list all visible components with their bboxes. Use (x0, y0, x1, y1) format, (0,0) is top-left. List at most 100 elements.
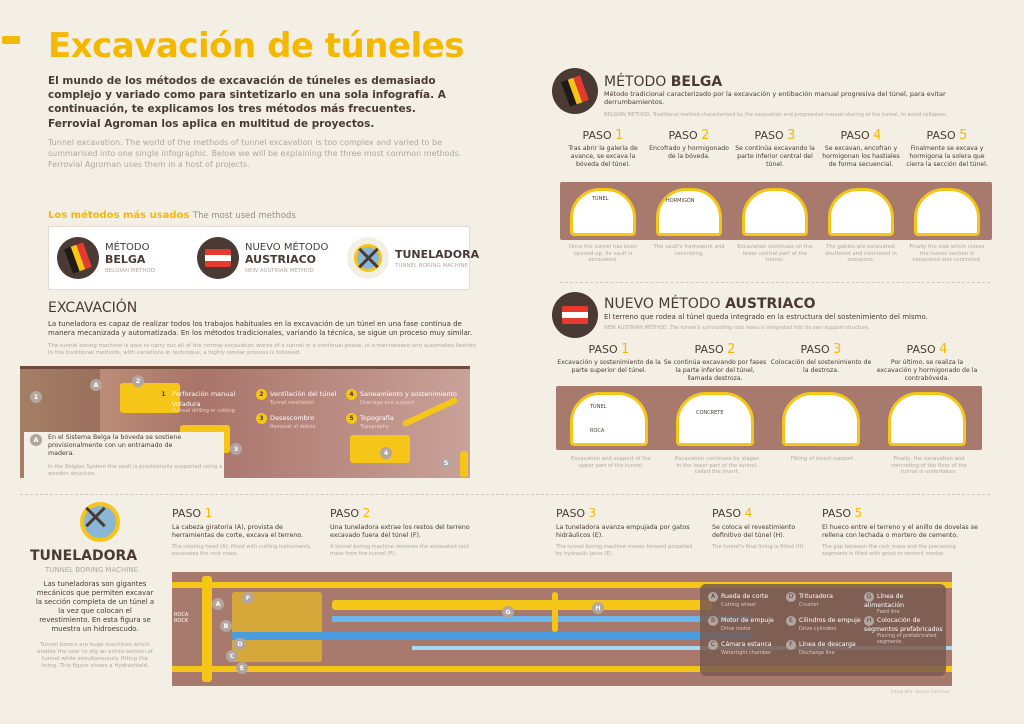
scene-mark-1: 1 (30, 391, 42, 403)
method-card-line2: AUSTRIACO (245, 253, 317, 266)
method-card-austriaco[interactable]: NUEVO MÉTODO AUSTRIACO NEW AUSTRIAN METH… (189, 227, 339, 289)
austriaco-tunnel-1 (570, 392, 648, 446)
austriaco-title: NUEVO MÉTODO AUSTRIACO (604, 296, 816, 312)
belga-label-hormigon: HORMIGÓN (666, 198, 695, 204)
section-divider-right (560, 282, 990, 283)
austriaco-step-1-en: Excavation and support of the upper part… (571, 456, 651, 469)
belga-step-5-en: Finally the slab which closes the tunnel… (909, 244, 985, 264)
page-title: Excavación de túneles (48, 26, 464, 66)
method-card-line2: BELGA (105, 253, 146, 266)
tuneladora-title: TUNELADORA (30, 548, 138, 564)
tbm-cutter-icon (347, 237, 389, 279)
austriaco-header-icon (552, 292, 598, 338)
excavacion-title: EXCAVACIÓN (48, 300, 138, 316)
austriaco-step-2-en: Excavation continues by stages in the lo… (675, 456, 759, 476)
tbm-bottom-rail (172, 666, 952, 672)
scene-mark-5: 5 (440, 457, 452, 469)
tbm-mark-e: E (236, 662, 248, 674)
belga-header-icon (552, 68, 598, 114)
belga-desc-en: BELGIAN METHOD. Traditional method chara… (604, 112, 948, 118)
belga-title: MÉTODO BELGA (604, 74, 723, 90)
belga-step-3-en: Excavation continues on the lower centra… (737, 244, 813, 264)
austriaco-step-4-en: Finally, the excavation and concreting o… (890, 456, 968, 476)
belga-tunnel-2 (656, 188, 722, 236)
belga-label-roca: ROCA (594, 220, 609, 226)
austriaco-tunnel-3 (782, 392, 860, 446)
austriaco-label-roca: ROCA (590, 428, 605, 434)
tbm-step-2: PASO 2 Una tuneladora extrae los restos … (330, 506, 470, 558)
tbm-mark-f: F (242, 592, 254, 604)
tbm-mark-g: G (502, 606, 514, 618)
tbm-top-rail (172, 582, 952, 588)
austriaco-tunnel-4 (888, 392, 966, 446)
belga-tunnel-4 (828, 188, 894, 236)
austrian-flag-icon (197, 237, 239, 279)
note-mark-a: A (30, 434, 42, 446)
tuneladora-subtitle: TUNNEL BORING MACHINE (45, 566, 139, 574)
section-divider-bottom (20, 494, 990, 495)
belga-step-4-en: The gables are excavated, shuttered and … (825, 244, 897, 264)
excavacion-desc-es: La tuneladora es capaz de realizar todos… (48, 320, 473, 338)
ferrovial-logo (2, 36, 20, 44)
scene-mark-4: 4 (380, 447, 392, 459)
tbm-mark-a: A (212, 598, 224, 610)
most-used-label-en: The most used methods (192, 211, 296, 221)
tbm-step-5: PASO 5 El hueco entre el terreno y el an… (822, 506, 978, 558)
tbm-mark-b: B (220, 620, 232, 632)
method-card-sub: BELGIAN METHOD (105, 268, 156, 274)
belgian-flag-icon (57, 237, 99, 279)
tbm-big-icon (80, 502, 120, 542)
tbm-crane (552, 592, 558, 632)
tbm-mark-c: C (226, 650, 238, 662)
tbm-cutter-head (202, 576, 212, 682)
method-card-belga[interactable]: MÉTODO BELGA BELGIAN METHOD (49, 227, 189, 289)
belga-note-block (24, 432, 224, 490)
tbm-mark-d: D (234, 638, 246, 650)
tbm-feed-pipe (332, 616, 752, 622)
surveyor-figure (460, 451, 468, 477)
belga-label-tunel: TÚNEL (592, 196, 609, 202)
most-used-label-es: Los métodos más usados (48, 210, 190, 221)
tbm-discharge-pipe (232, 632, 752, 640)
tbm-light-band (412, 646, 952, 650)
belga-note-en: In the Belgian System the vault is provi… (48, 464, 223, 477)
scene-mark-2: 2 (132, 375, 144, 387)
method-card-line2: TUNELADORA (395, 247, 480, 261)
intro-spanish: El mundo de los métodos de excavación de… (48, 75, 446, 130)
belga-step-2-en: The vault's framework and concreting. (653, 244, 725, 257)
credit-text: Infografía: Sergio Sánchez (890, 690, 950, 695)
method-card-tuneladora[interactable]: TUNELADORA TUNNEL BORING MACHINE (339, 227, 479, 289)
tbm-backup-gantry (332, 600, 712, 610)
austriaco-label-concrete: CONCRETE (696, 410, 724, 416)
method-card-line1: MÉTODO (105, 242, 150, 253)
excavacion-desc-en: The tunnel boring machine is able to car… (48, 343, 478, 357)
method-card-sub: NEW AUSTRIAN METHOD (245, 268, 314, 274)
belga-desc-es: Método tradicional caracterizado por la … (604, 90, 946, 107)
tuneladora-desc-en: Tunnel borers are huge machines which en… (37, 642, 153, 670)
tbm-step-4: PASO 4 Se coloca el revestimiento defini… (712, 506, 806, 551)
austriaco-desc-es: El terreno que rodea al túnel queda inte… (604, 313, 928, 321)
tbm-step-1: PASO 1 La cabeza giratoria (A), provista… (172, 506, 312, 558)
method-card-line1: NUEVO MÉTODO (245, 242, 329, 253)
tuneladora-desc-es: Las tuneladoras son gigantes mecánicos q… (35, 580, 155, 634)
